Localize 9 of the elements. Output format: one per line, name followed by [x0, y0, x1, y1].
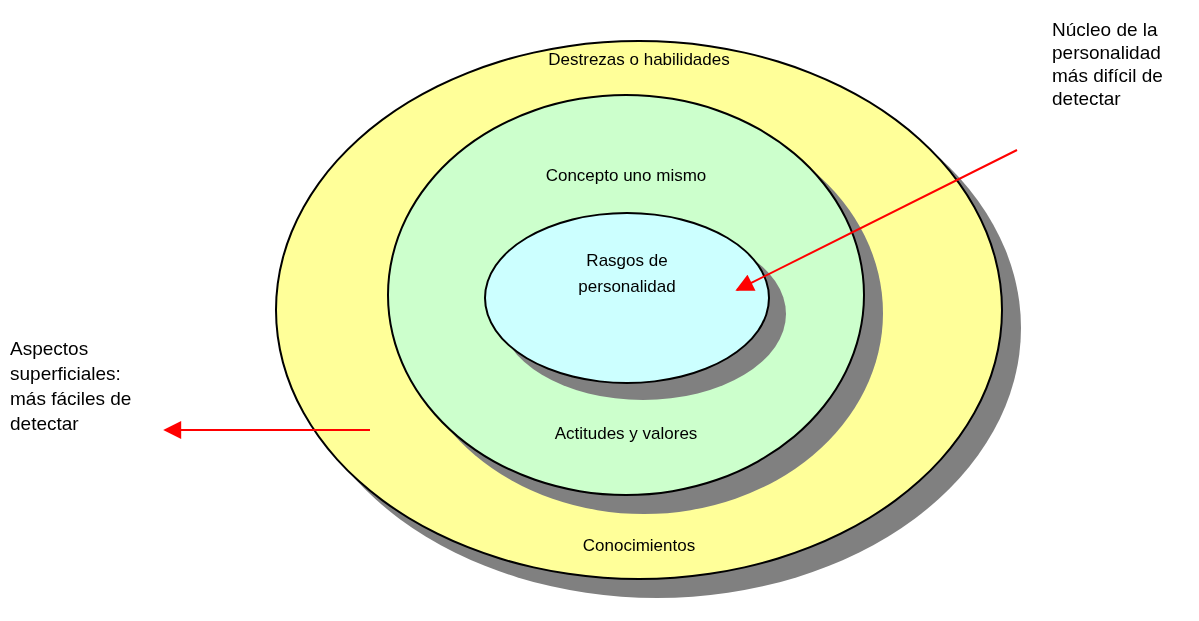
ellipse-label: Actitudes y valores	[553, 423, 699, 445]
ellipse-label: Concepto uno mismo	[544, 165, 708, 187]
arrow	[735, 149, 1018, 291]
annotation-text: Núcleo de la personalidad más difícil de detectar	[1052, 18, 1198, 110]
ellipse-label: Conocimientos	[581, 535, 697, 557]
annotation-text: Aspectos superficiales: más fáciles de detectar	[10, 336, 162, 436]
arrow	[163, 421, 371, 439]
ellipse-label: Destrezas o habilidades	[547, 49, 731, 71]
ellipse-label: Rasgos de personalidad	[577, 250, 677, 298]
